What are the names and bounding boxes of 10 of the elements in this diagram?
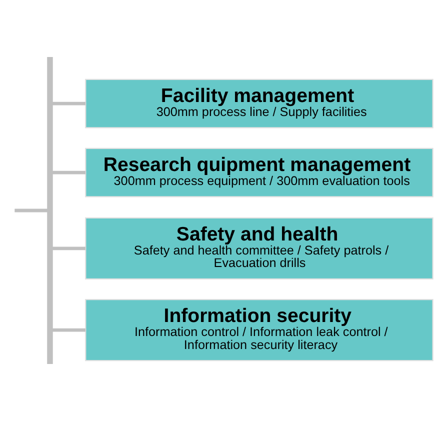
node-box: Safety and health Safety and health committee / Safety patrols / Evacuation drills — [85, 217, 434, 280]
connector — [52, 170, 86, 174]
node-box: Facility management 300mm process line / Supply facilities — [85, 78, 434, 128]
connector — [52, 102, 86, 106]
node-box: Research quipment management 300mm process equipment / 300mm evaluation tools — [85, 148, 434, 198]
node-bar — [47, 57, 53, 364]
node-box: Information security Information control / Information leak control / Information security literacy — [85, 299, 434, 362]
connector — [52, 328, 86, 332]
connector — [52, 246, 86, 250]
connector — [14, 208, 48, 212]
